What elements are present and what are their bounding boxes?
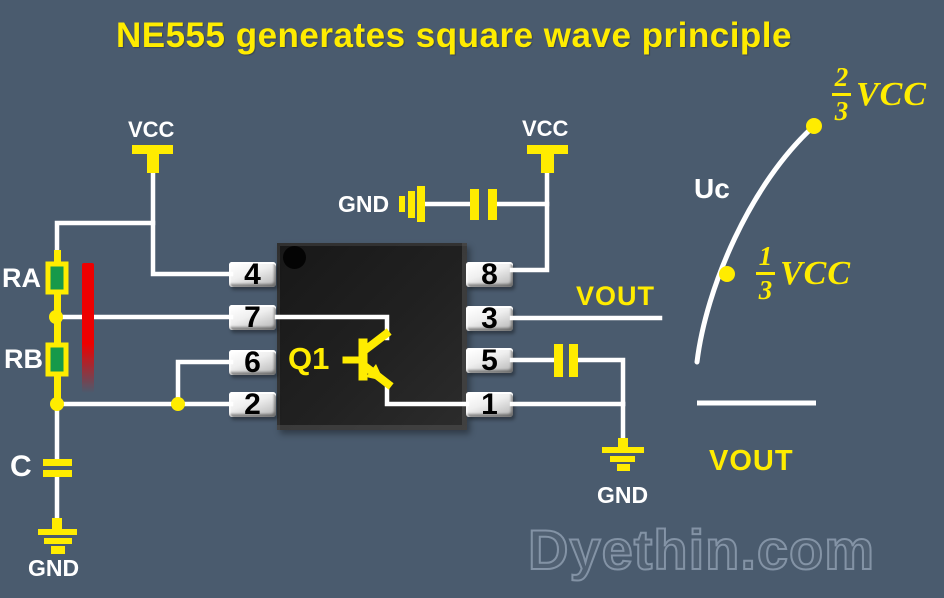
ra-body [45,261,69,295]
pin5-capacitor-symbol [554,344,578,377]
bypass-cap-plate-left [470,189,479,220]
resistor-ra-symbol [45,250,69,314]
upper-threshold-denominator: 3 [834,96,849,126]
watermark: Dyethin.com [527,518,876,581]
gnd-left-bar3 [51,546,65,554]
gnd-top-bar1 [417,186,425,222]
vout-circuit-label: VOUT [576,281,656,311]
resistor-rb-symbol [45,320,69,400]
gnd-left-label: GND [28,555,80,581]
gnd-top-bar2 [408,191,415,218]
uc-curve-label: Uc [694,173,730,204]
bypass-cap-plate-right [488,189,497,220]
upper-threshold-unit: VCC [856,75,928,113]
pin-1: 1 [466,387,513,421]
gnd-top-label: GND [338,191,390,217]
gnd-right-label: GND [597,482,649,508]
gnd-symbol-top [399,186,425,222]
wire-pin8-to-vcc [509,169,550,273]
vout-axis-label: VOUT [709,445,794,477]
rb-body [45,342,69,377]
lower-threshold-fraction: 1 3 [756,243,775,304]
gnd-right-bar3 [617,464,630,471]
wire-cap-to-gnd-node [575,357,626,407]
pin-6: 6 [229,345,276,379]
pin-5-number: 5 [481,343,498,377]
pin-1-number: 1 [481,387,498,421]
gnd-left-stub [52,518,62,530]
pin-8: 8 [466,257,513,291]
gnd-left-bar2 [44,538,72,544]
junction-dots [49,310,185,411]
junction-dot-rb-c [50,397,64,411]
wire-node-to-pin6 [175,359,234,407]
pin5-cap-plate-right [569,344,578,377]
pin-2-number: 2 [244,387,261,421]
pin-5: 5 [466,343,513,377]
wire-vcc-to-pin4 [150,220,234,277]
upper-threshold-dot [806,118,822,134]
ne555-chip-body [277,243,467,430]
pin1-marker-dot [283,246,306,269]
lower-threshold-dot [719,266,735,282]
vcc-left-stem [147,153,159,173]
upper-threshold-fraction: 2 3 [832,64,851,125]
junction-dot-pin6-branch [171,397,185,411]
pin-2: 2 [229,387,276,421]
vcc-left-bar [132,145,173,154]
wire-vcc-to-ra [54,169,156,256]
gnd-top-bar3 [399,196,405,212]
vcc-right-stem [541,153,554,173]
lower-threshold-denominator: 3 [758,275,773,305]
junction-dot-ra-rb [49,310,63,324]
gnd-right-stub [618,438,628,449]
ra-stub-bottom [54,290,61,314]
vcc-right-bar [527,145,568,154]
rb-stub-top [54,320,61,348]
cap-c-plate-bottom [43,470,72,477]
pin5-cap-plate-left [554,344,563,377]
capacitor-c-symbol [43,459,72,477]
pin-4-number: 4 [244,257,261,291]
red-highlight-bar [82,263,94,393]
gnd-symbol-right [602,438,644,471]
resistor-rb-label: RB [4,344,43,374]
vcc-symbol-right [527,145,568,173]
cap-c-plate-top [43,459,72,466]
gnd-right-bar2 [610,456,635,462]
gnd-right-bar1 [602,447,644,453]
bypass-capacitor-symbol [470,189,497,220]
transistor-q1-label: Q1 [288,341,330,376]
lower-threshold-label: 1 3 VCC [756,243,851,304]
pin-7: 7 [229,300,276,334]
pin-7-number: 7 [244,300,261,334]
lower-threshold-unit: VCC [780,254,852,292]
pin-6-number: 6 [244,345,261,379]
upper-threshold-label: 2 3 VCC [832,64,927,125]
pin-4: 4 [229,257,276,291]
capacitor-c-label: C [10,450,32,483]
ra-stub-top [54,250,61,268]
pin-8-number: 8 [481,257,498,291]
resistor-ra-label: RA [2,263,41,293]
pin-3-number: 3 [481,301,498,335]
gnd-symbol-left [38,518,77,554]
vcc-symbol-left [132,145,173,173]
lower-threshold-numerator: 1 [758,241,773,271]
pin-3: 3 [466,301,513,335]
upper-threshold-numerator: 2 [834,62,849,92]
page-title: NE555 generates square wave principle [115,16,793,55]
rb-stub-bottom [54,372,61,400]
fraction-bar [832,93,851,96]
vcc-right-label: VCC [522,116,569,141]
gnd-left-bar1 [38,529,77,535]
vcc-left-label: VCC [128,117,175,142]
